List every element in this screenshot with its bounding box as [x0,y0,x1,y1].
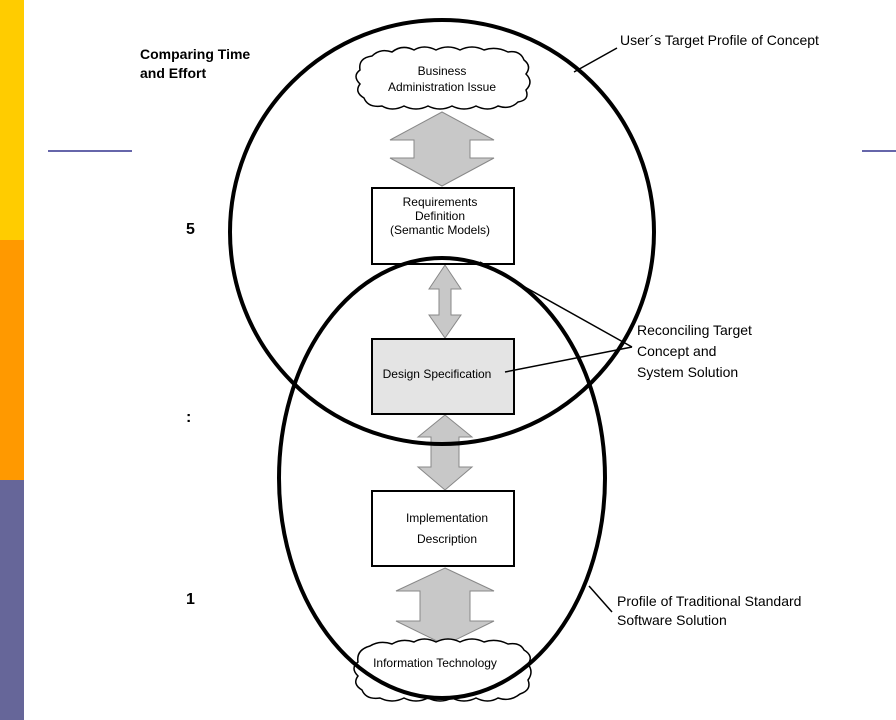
technology-label: Information Technology [373,656,497,670]
heading-line-2: and Effort [140,65,206,81]
arrow-implementation-technology [395,567,495,646]
side-band-orange [0,240,24,480]
requirements-label-line-3: (Semantic Models) [390,223,490,237]
business-label-line-1: Business [418,64,467,78]
requirements-label-line-2: Definition [415,209,465,223]
requirements-label-line-1: Requirements [403,195,478,209]
reconciling-callout-line-1: Reconciling Target [637,322,752,338]
business-label-line-2: Administration Issue [388,80,496,94]
implementation-box [371,490,515,567]
arrow-design-implementation [416,414,474,491]
user-profile-callout: User´s Target Profile of Concept [620,32,819,48]
reconciling-callout-line-2: Concept and [637,343,716,359]
traditional-profile-ellipse [277,256,607,700]
user-target-profile-circle [228,18,656,446]
scale-label-bottom: 1 [186,591,195,608]
traditional-callout-line-2: Software Solution [617,612,727,628]
reconciling-callout-line-3: System Solution [637,364,738,380]
arrow-requirements-design [428,264,462,339]
cloud-business-node [355,46,531,110]
leader-traditional [588,585,613,613]
arrow-business-requirements [389,111,495,187]
scale-label-top: 5 [186,221,195,238]
requirements-box [371,187,515,265]
cloud-technology-node [353,638,532,702]
implementation-label-line-2: Description [417,532,477,546]
design-box [371,338,515,415]
heading-line-1: Comparing Time [140,46,250,62]
side-band-yellow [0,0,24,240]
design-label: Design Specification [383,367,492,381]
side-band-blue [0,480,24,720]
implementation-label-line-1: Implementation [406,511,488,525]
scale-label-middle: : [186,409,191,426]
traditional-callout-line-1: Profile of Traditional Standard [617,593,801,609]
leader-reconciling-overlap [479,261,633,348]
leader-user-profile [573,47,618,73]
leader-reconciling-design [504,346,633,373]
